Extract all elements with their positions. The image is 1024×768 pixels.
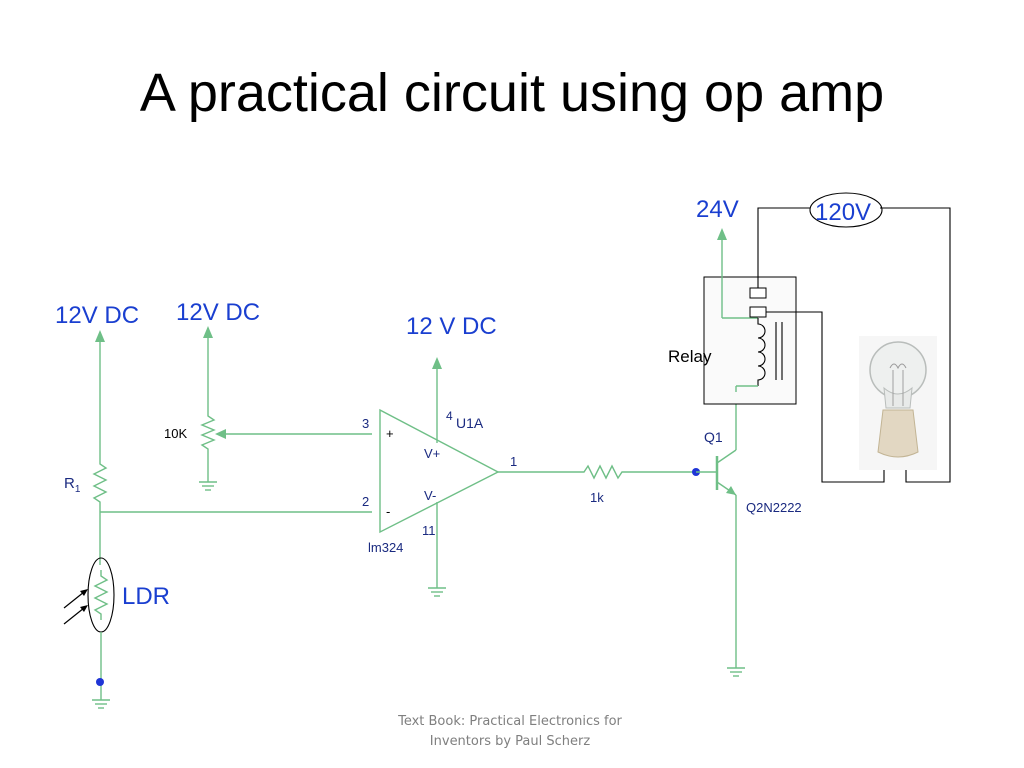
label-base-resistor: 1k xyxy=(590,490,604,505)
label-supply-pot: 12V DC xyxy=(176,299,260,326)
label-supply-opamp: 12 V DC xyxy=(406,313,497,340)
label-pin-2: 2 xyxy=(362,494,369,509)
label-opamp-part: lm324 xyxy=(368,540,403,555)
base-resistor-1k xyxy=(580,464,696,480)
footer-line-2: Inventors by Paul Scherz xyxy=(429,734,591,749)
ground-ldr xyxy=(92,699,110,709)
transistor-stage xyxy=(580,392,745,677)
label-pin-3: 3 xyxy=(362,416,369,431)
label-ldr: LDR xyxy=(122,583,170,610)
label-pin-4: 4 xyxy=(446,409,453,423)
lamp-filament xyxy=(889,363,907,370)
label-transistor-ref: Q1 xyxy=(704,429,723,445)
label-opamp-vplus: V+ xyxy=(424,446,440,461)
lamp xyxy=(859,336,937,470)
slide-title: A practical circuit using op amp xyxy=(139,63,885,123)
ground-opamp xyxy=(428,587,446,597)
light-arrow-2 xyxy=(63,607,85,625)
footer-line-1: Text Book: Practical Electronics for xyxy=(398,714,622,729)
op-amp xyxy=(379,357,580,597)
mains-ellipse xyxy=(809,192,883,228)
relay xyxy=(703,228,797,405)
supply-arrow-opamp xyxy=(432,357,442,369)
supply-arrow-pot xyxy=(203,326,213,338)
light-arrow-1 xyxy=(63,591,85,609)
label-transistor-part: Q2N2222 xyxy=(746,500,802,515)
mains-wiring xyxy=(757,192,951,483)
pot-resistor xyxy=(200,412,216,482)
r1-branch xyxy=(63,330,372,709)
label-supply-relay: 24V xyxy=(696,196,739,223)
ground-transistor xyxy=(727,667,745,677)
label-pot: 10K xyxy=(164,426,187,441)
pot-wiper-arrow xyxy=(215,429,226,439)
label-relay: Relay xyxy=(668,347,712,366)
label-opamp-vminus: V- xyxy=(424,488,436,503)
label-r1: R1 xyxy=(64,475,81,495)
lamp-socket xyxy=(877,409,919,458)
relay-coil xyxy=(757,318,766,386)
relay-contact-2 xyxy=(749,306,767,318)
pot-branch xyxy=(199,326,372,491)
lamp-bulb xyxy=(869,341,927,399)
supply-arrow-r1 xyxy=(95,330,105,342)
label-pin-11: 11 xyxy=(422,523,436,538)
label-pin-1: 1 xyxy=(510,454,517,469)
label-opamp-plus: + xyxy=(386,426,394,441)
footer-citation: Text Book: Practical Electronics for Inv… xyxy=(380,712,640,752)
supply-arrow-relay xyxy=(717,228,727,240)
label-opamp-minus: - xyxy=(386,504,390,519)
relay-contact-1 xyxy=(749,287,767,299)
r1-resistor xyxy=(92,460,108,512)
ground-pot xyxy=(199,481,217,491)
label-supply-r1: 12V DC xyxy=(55,302,139,329)
transistor-collector xyxy=(716,449,737,464)
label-opamp-ref: U1A xyxy=(456,415,484,431)
op-amp-triangle xyxy=(379,408,500,534)
node-dot-ldr xyxy=(96,678,104,686)
label-mains: 120V xyxy=(815,199,871,226)
